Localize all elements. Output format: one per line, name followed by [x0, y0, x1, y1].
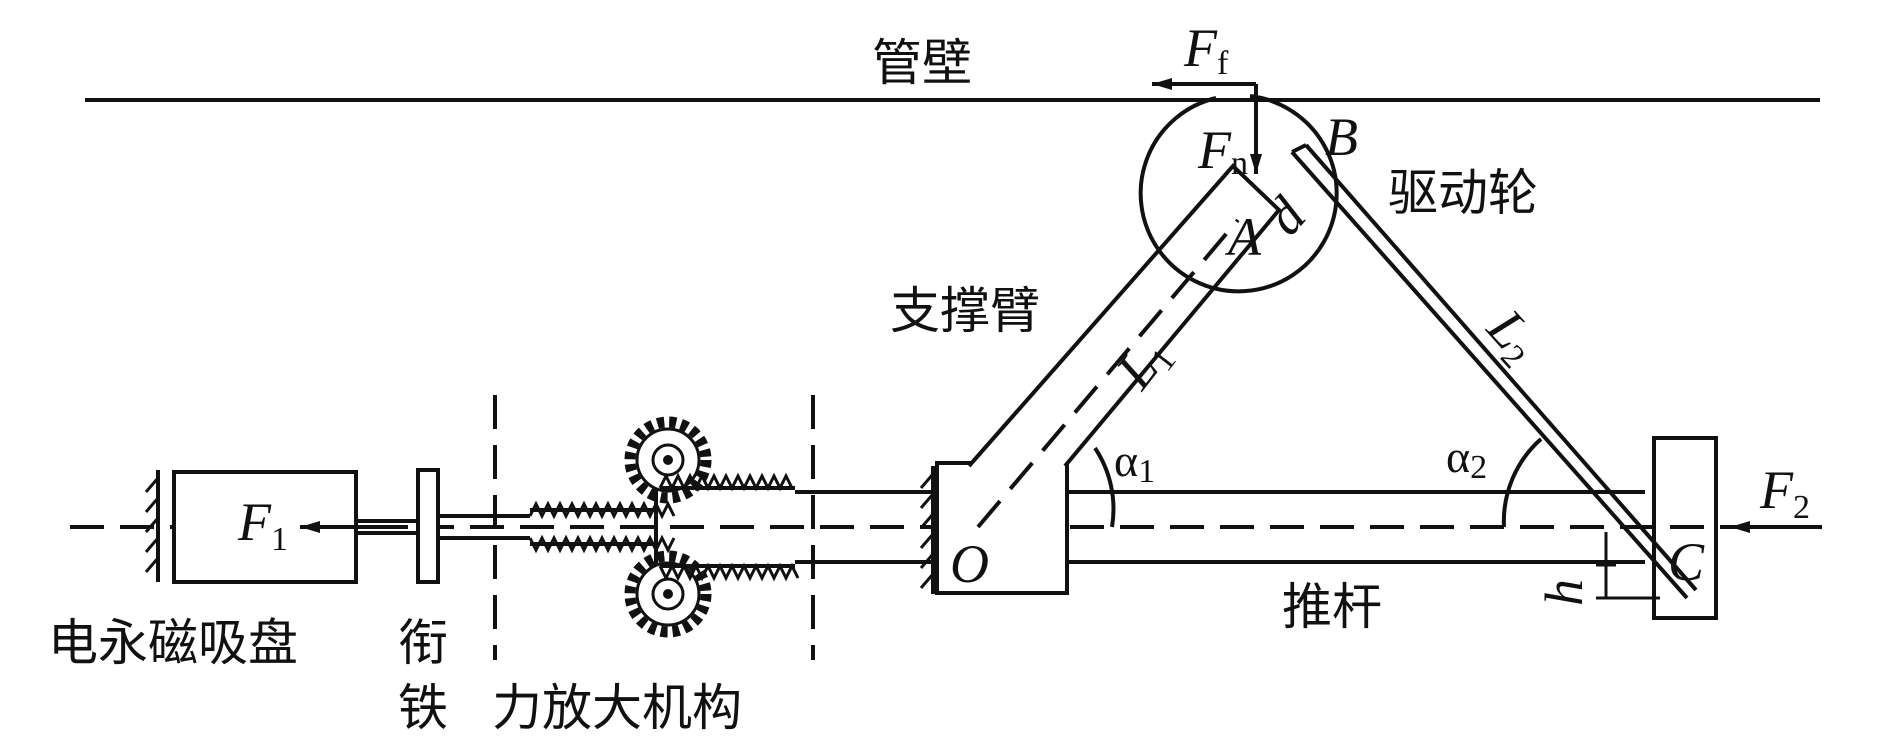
- symbol-a: A: [1225, 207, 1262, 267]
- symbol-l2: L2: [1472, 297, 1552, 376]
- force-amplifier: [495, 416, 800, 638]
- symbol-alpha2: α2: [1446, 431, 1487, 486]
- label-em-chuck: 电永磁吸盘: [48, 614, 298, 672]
- gear-upper: [624, 416, 712, 504]
- drive-wheel-circle: [1138, 94, 1339, 294]
- symbol-b: B: [1325, 107, 1358, 167]
- symbol-ff: Ff: [1183, 18, 1229, 82]
- symbol-fn: Fn: [1197, 120, 1248, 182]
- angle-arc-alpha2: [1501, 437, 1543, 528]
- symbol-c: C: [1668, 532, 1705, 592]
- force-arrows: [300, 78, 1820, 533]
- symbol-f2: F2: [1759, 460, 1810, 526]
- label-armature-2: 铁: [398, 679, 448, 737]
- symbol-o: O: [950, 534, 989, 594]
- label-armature-1: 衔: [398, 614, 448, 672]
- angle-arc-alpha1: [1093, 446, 1116, 528]
- symbol-d: d: [1254, 185, 1317, 246]
- gear-lower: [624, 550, 712, 638]
- slider-block-c: [1652, 436, 1718, 620]
- label-support-arm: 支撑臂: [890, 282, 1040, 340]
- support-arm: [967, 163, 1282, 529]
- label-push-rod: 推杆: [1282, 578, 1382, 636]
- symbol-alpha1: α1: [1114, 435, 1155, 490]
- link-l2: [1290, 143, 1698, 600]
- symbol-h: h: [1534, 579, 1594, 606]
- label-pipe-wall: 管壁: [872, 34, 972, 92]
- push-rod: [795, 490, 1645, 564]
- symbol-f1: F1: [237, 492, 288, 558]
- h-dimension: [1596, 532, 1660, 600]
- pivot-block-o: [919, 461, 1069, 595]
- label-drive-wheel: 驱动轮: [1388, 164, 1538, 222]
- armature: [356, 468, 495, 584]
- label-force-amplifier: 力放大机构: [492, 679, 742, 737]
